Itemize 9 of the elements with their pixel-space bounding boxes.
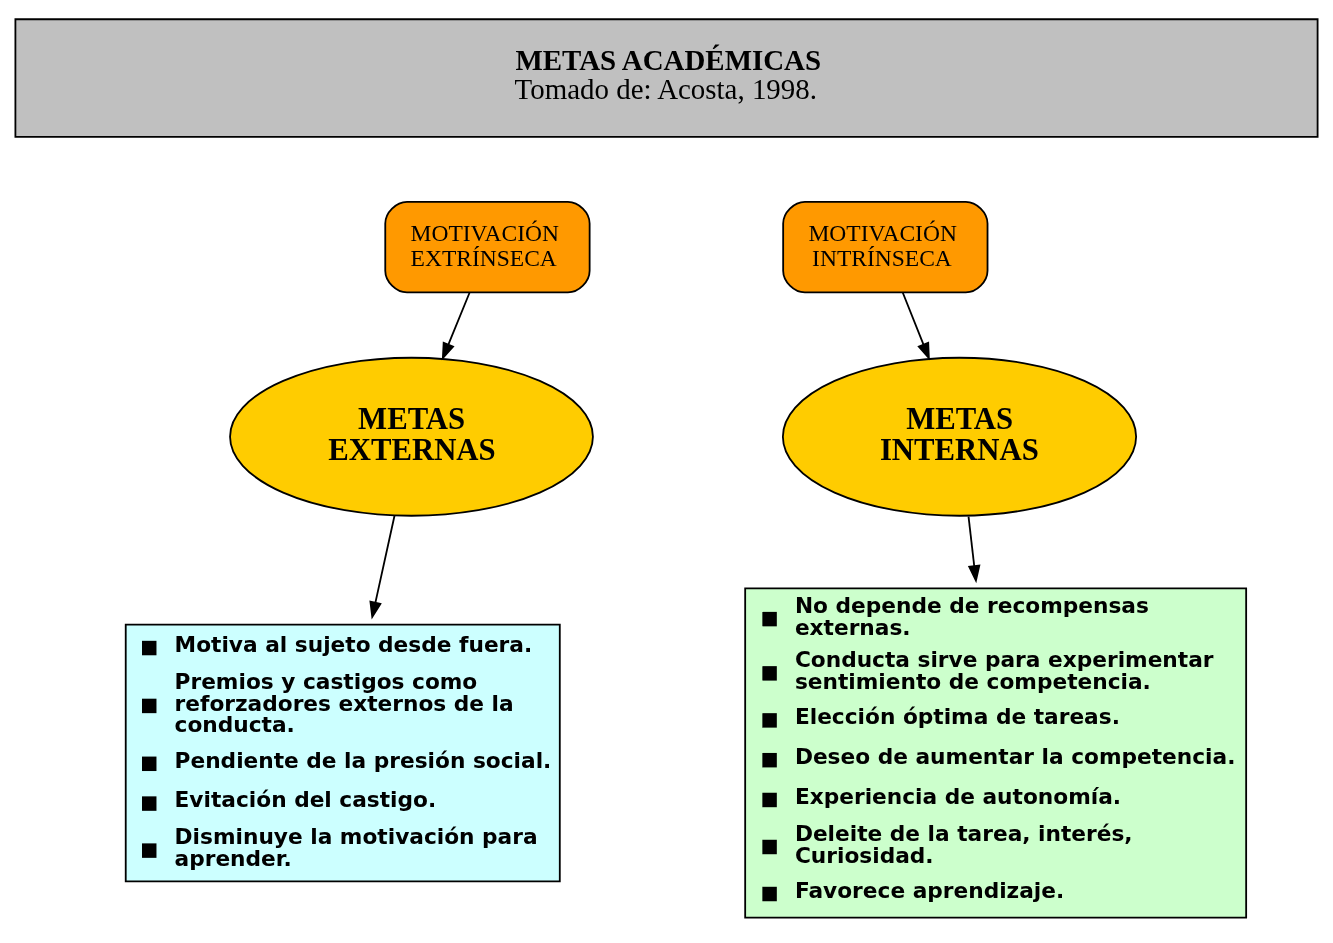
node-box: MOTIVACIÓN INTRÍNSECA bbox=[782, 200, 989, 293]
node-ellipse: METAS INTERNAS bbox=[781, 356, 1138, 517]
node-box: METAS ACADÉMICAS Tomado de: Acosta, 1998. bbox=[14, 17, 1319, 138]
node-ellipse: METAS EXTERNAS bbox=[229, 356, 594, 517]
node-box: MOTIVACIÓN EXTRÍNSECA bbox=[384, 200, 591, 293]
arrow bbox=[967, 515, 981, 583]
arrow bbox=[441, 291, 471, 361]
arrow bbox=[369, 514, 396, 620]
arrow bbox=[901, 291, 930, 361]
